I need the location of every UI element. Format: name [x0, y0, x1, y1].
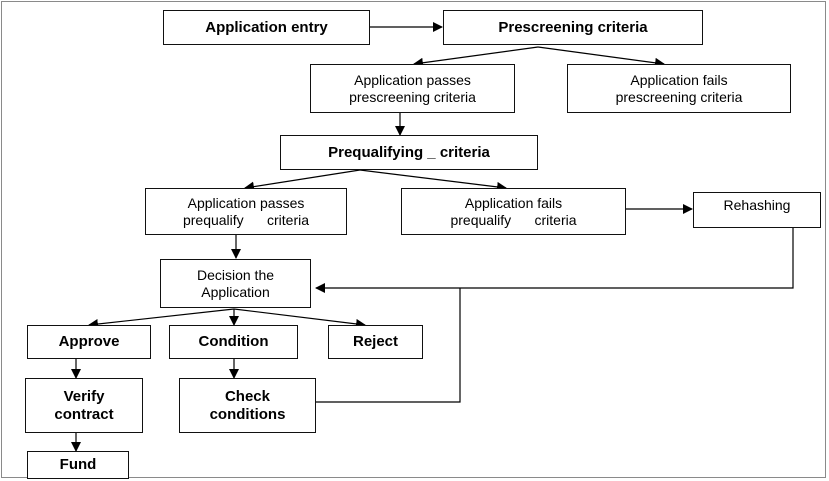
node-fund-label: Fund: [59, 456, 97, 474]
node-decision: Decision the Application: [160, 259, 311, 308]
node-passes-prescreening-label: Application passes prescreening criteria: [349, 72, 476, 105]
node-fails-prescreening: Application fails prescreening criteria: [567, 64, 791, 113]
node-condition-label: Condition: [198, 333, 269, 351]
node-prequalifying-criteria-label: Prequalifying _ criteria: [328, 143, 490, 161]
node-decision-label: Decision the Application: [196, 267, 275, 300]
node-passes-prequalify-label: Application passes prequalify criteria: [182, 195, 310, 228]
arrow-prequalifying-to-passes: [244, 169, 361, 192]
arrow-prescreening-to-passes: [413, 46, 539, 68]
node-fails-prequalify-label: Application fails prequalify criteria: [450, 195, 577, 228]
node-application-entry-label: Application entry: [205, 18, 328, 36]
line-rehashing-return: [315, 228, 794, 293]
node-prescreening-criteria: Prescreening criteria: [443, 10, 703, 45]
node-rehashing: Rehashing: [693, 192, 821, 228]
node-approve-label: Approve: [58, 333, 120, 351]
node-passes-prescreening: Application passes prescreening criteria: [310, 64, 515, 113]
node-verify-contract-label: Verify contract: [54, 388, 114, 423]
node-application-entry: Application entry: [163, 10, 370, 45]
arrow-decision-to-approve: [88, 308, 235, 329]
node-reject: Reject: [328, 325, 423, 359]
node-fails-prescreening-label: Application fails prescreening criteria: [615, 72, 743, 105]
node-fund: Fund: [27, 451, 129, 479]
node-prequalifying-criteria: Prequalifying _ criteria: [280, 135, 538, 170]
arrow-prequalifying-to-fails: [359, 169, 507, 192]
node-condition: Condition: [169, 325, 298, 359]
node-fails-prequalify: Application fails prequalify criteria: [401, 188, 626, 235]
node-reject-label: Reject: [352, 333, 399, 351]
node-check-conditions-label: Check conditions: [209, 388, 286, 423]
line-check-conditions-return: [316, 288, 461, 403]
arrow-decision-to-reject: [233, 308, 366, 329]
node-approve: Approve: [27, 325, 151, 359]
node-check-conditions: Check conditions: [179, 378, 316, 433]
node-passes-prequalify: Application passes prequalify criteria: [145, 188, 347, 235]
node-verify-contract: Verify contract: [25, 378, 143, 433]
node-rehashing-label: Rehashing: [723, 197, 791, 213]
node-prescreening-criteria-label: Prescreening criteria: [498, 18, 648, 36]
arrow-prescreening-to-fails: [537, 46, 665, 68]
